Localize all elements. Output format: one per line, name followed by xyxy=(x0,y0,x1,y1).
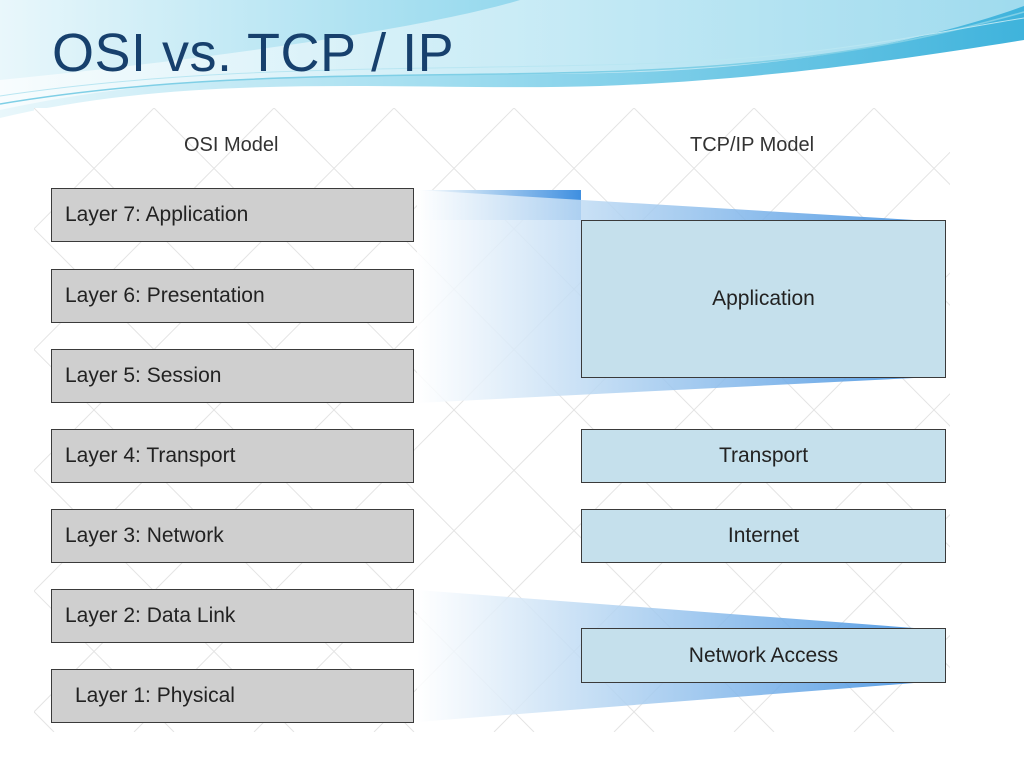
osi-layer-label: Layer 6: Presentation xyxy=(65,284,265,307)
osi-model-heading: OSI Model xyxy=(184,134,279,156)
tcpip-model-heading: TCP/IP Model xyxy=(690,134,815,156)
tcpip-layer-label: Application xyxy=(712,287,815,310)
osi-layer-label: Layer 5: Session xyxy=(65,364,222,387)
osi-layer-7: Layer 7: Application xyxy=(51,188,414,242)
osi-layer-2: Layer 2: Data Link xyxy=(51,589,414,643)
osi-layer-6: Layer 6: Presentation xyxy=(51,269,414,323)
osi-layer-label: Layer 7: Application xyxy=(65,203,249,226)
osi-layer-5: Layer 5: Session xyxy=(51,349,414,403)
osi-layer-label: Layer 2: Data Link xyxy=(65,604,236,627)
slide-title: OSI vs. TCP / IP xyxy=(52,23,455,83)
tcpip-layer-internet: Internet xyxy=(581,509,946,563)
tcpip-layer-label: Internet xyxy=(727,524,800,547)
osi-tcpip-diagram: OSI Model TCP/IP Model Layer 7: Applicat… xyxy=(34,108,950,732)
tcpip-layer-application: Application xyxy=(581,220,946,378)
tcpip-layer-label: Transport xyxy=(718,444,809,467)
osi-layer-label: Layer 1: Physical xyxy=(75,684,235,707)
osi-layer-3: Layer 3: Network xyxy=(51,509,414,563)
tcpip-layer-network-access: Network Access xyxy=(581,628,946,683)
header-wave-highlight xyxy=(0,0,1024,110)
tcpip-layer-label: Network Access xyxy=(688,643,839,667)
osi-layer-label: Layer 3: Network xyxy=(65,524,224,547)
osi-layer-label: Layer 4: Transport xyxy=(65,444,236,467)
osi-layer-4: Layer 4: Transport xyxy=(51,429,414,483)
header-wave-line xyxy=(0,11,1024,105)
header-wave-line xyxy=(0,17,1024,97)
tcpip-layer-transport: Transport xyxy=(581,429,946,483)
osi-layer-1: Layer 1: Physical xyxy=(51,669,414,723)
